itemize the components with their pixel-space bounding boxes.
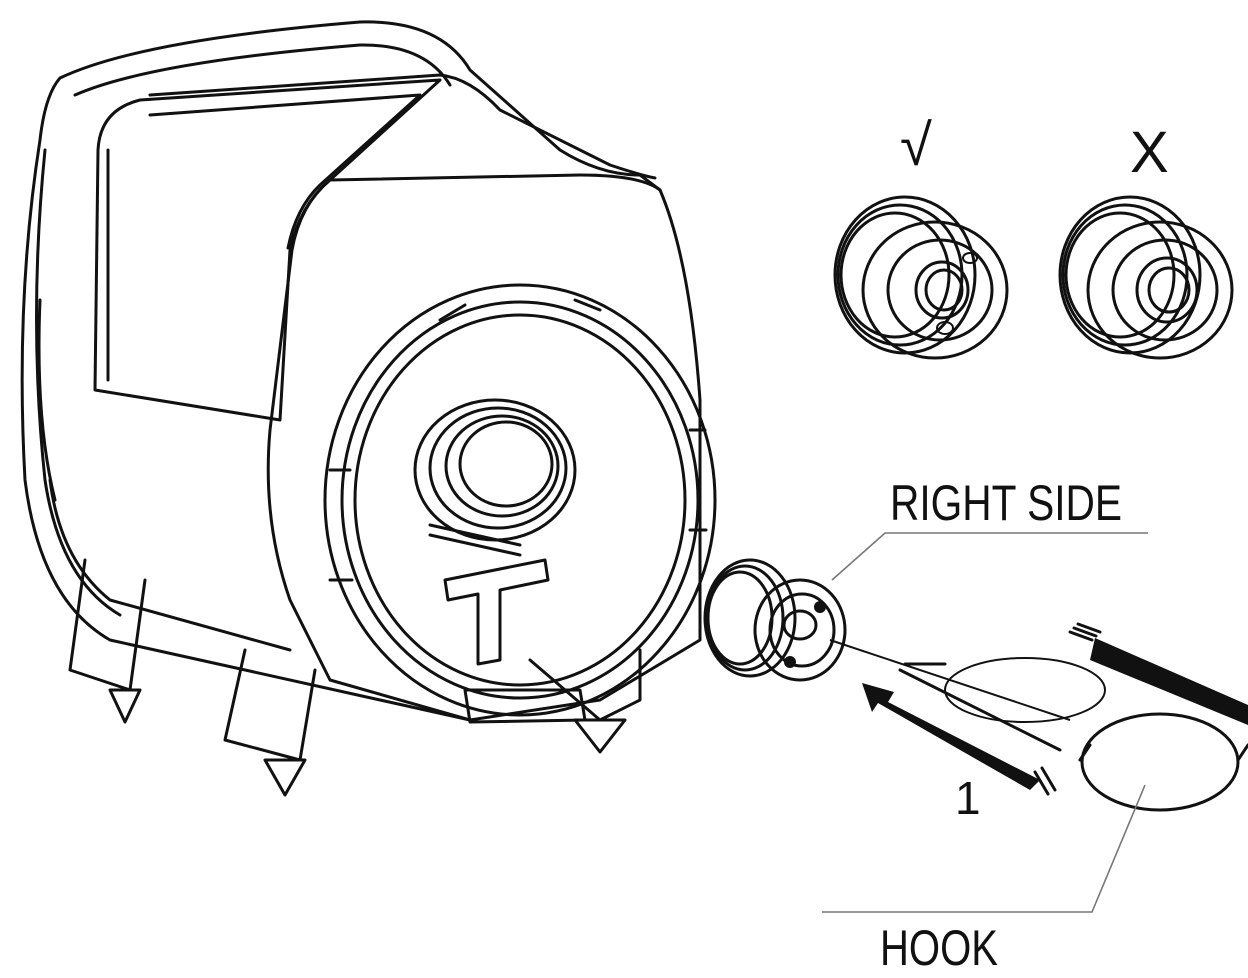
valve-incorrect-orientation — [1058, 195, 1234, 360]
pump-feet — [68, 558, 642, 797]
hook-label: HOOK — [880, 920, 998, 976]
valve-being-inserted — [703, 558, 847, 682]
valve-correct-orientation — [833, 195, 1009, 360]
pump-body — [20, 20, 702, 722]
leader-lines — [822, 532, 1148, 913]
insertion-arrow — [862, 683, 1057, 796]
step-number: 1 — [955, 772, 981, 824]
correct-mark: √ — [900, 113, 932, 178]
pump-front-port — [323, 283, 717, 724]
incorrect-mark: X — [1130, 120, 1169, 185]
hook-tool — [829, 622, 1248, 812]
right-side-label: RIGHT SIDE — [890, 475, 1122, 531]
